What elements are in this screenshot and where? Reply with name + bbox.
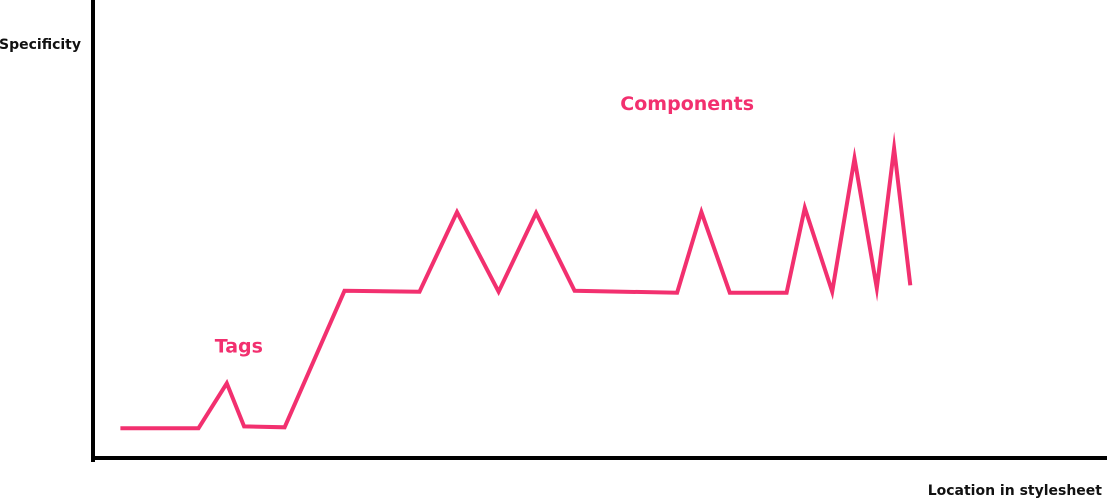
annotation-components: Components — [620, 93, 754, 115]
annotation-tags: Tags — [215, 336, 263, 358]
annotation-layer: Tags Components — [215, 93, 754, 358]
series-line-0 — [120, 131, 913, 431]
y-axis-label: Specificity — [0, 37, 81, 53]
x-axis-label: Location in stylesheet — [928, 483, 1103, 499]
series-layer — [120, 131, 913, 431]
